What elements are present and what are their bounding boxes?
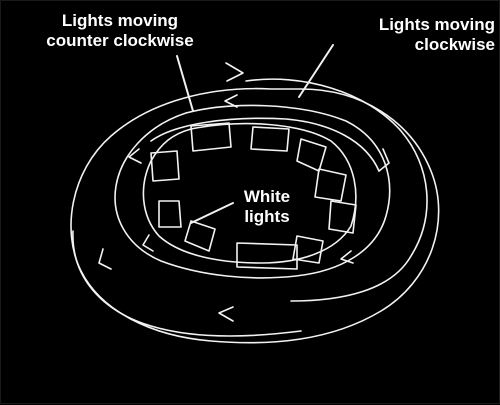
arrow-chevron	[98, 248, 112, 270]
arrow-chevron	[225, 62, 244, 82]
white-light-blocks	[150, 122, 357, 270]
label-white-lights-line2: lights	[244, 207, 290, 226]
white-light-block	[184, 220, 216, 252]
white-light-block	[236, 242, 298, 270]
inner-ring	[142, 122, 357, 264]
label-white-lights-line1: White	[243, 187, 291, 206]
white-light-block	[250, 126, 290, 152]
arrow-chevron	[218, 306, 234, 322]
arrow-chevron	[224, 94, 238, 108]
white-light-block	[292, 235, 324, 264]
outer-ring	[70, 87, 440, 344]
white-light-block	[296, 138, 327, 172]
label-counter-clockwise-line2: counter clockwise	[46, 31, 194, 50]
middle-ring	[114, 104, 391, 279]
pointer-white	[190, 202, 234, 224]
label-counter-clockwise: Lights moving counter clockwise	[9, 11, 231, 51]
label-counter-clockwise-line1: Lights moving	[61, 11, 179, 30]
arrow-chevron	[340, 250, 354, 264]
label-clockwise-line2: clockwise	[414, 35, 495, 54]
white-light-block	[190, 122, 232, 152]
white-light-block	[150, 150, 180, 182]
label-clockwise-line1: Lights moving	[378, 15, 495, 34]
outer-ring-spiral	[245, 78, 428, 302]
arrow-chevron	[128, 148, 142, 164]
pointer-cw	[298, 44, 334, 98]
white-light-block	[158, 200, 182, 228]
middle-ring-inner-pass	[150, 117, 380, 172]
pointer-ccw	[176, 55, 194, 112]
label-clockwise: Lights moving clockwise	[319, 15, 495, 55]
arrow-chevron	[142, 234, 154, 252]
white-light-block	[314, 168, 347, 202]
arrow-chevron	[378, 148, 390, 172]
label-white-lights: White lights	[217, 187, 317, 227]
outer-ring-lower	[72, 230, 302, 337]
white-light-block	[328, 200, 357, 234]
direction-arrows	[98, 62, 390, 322]
